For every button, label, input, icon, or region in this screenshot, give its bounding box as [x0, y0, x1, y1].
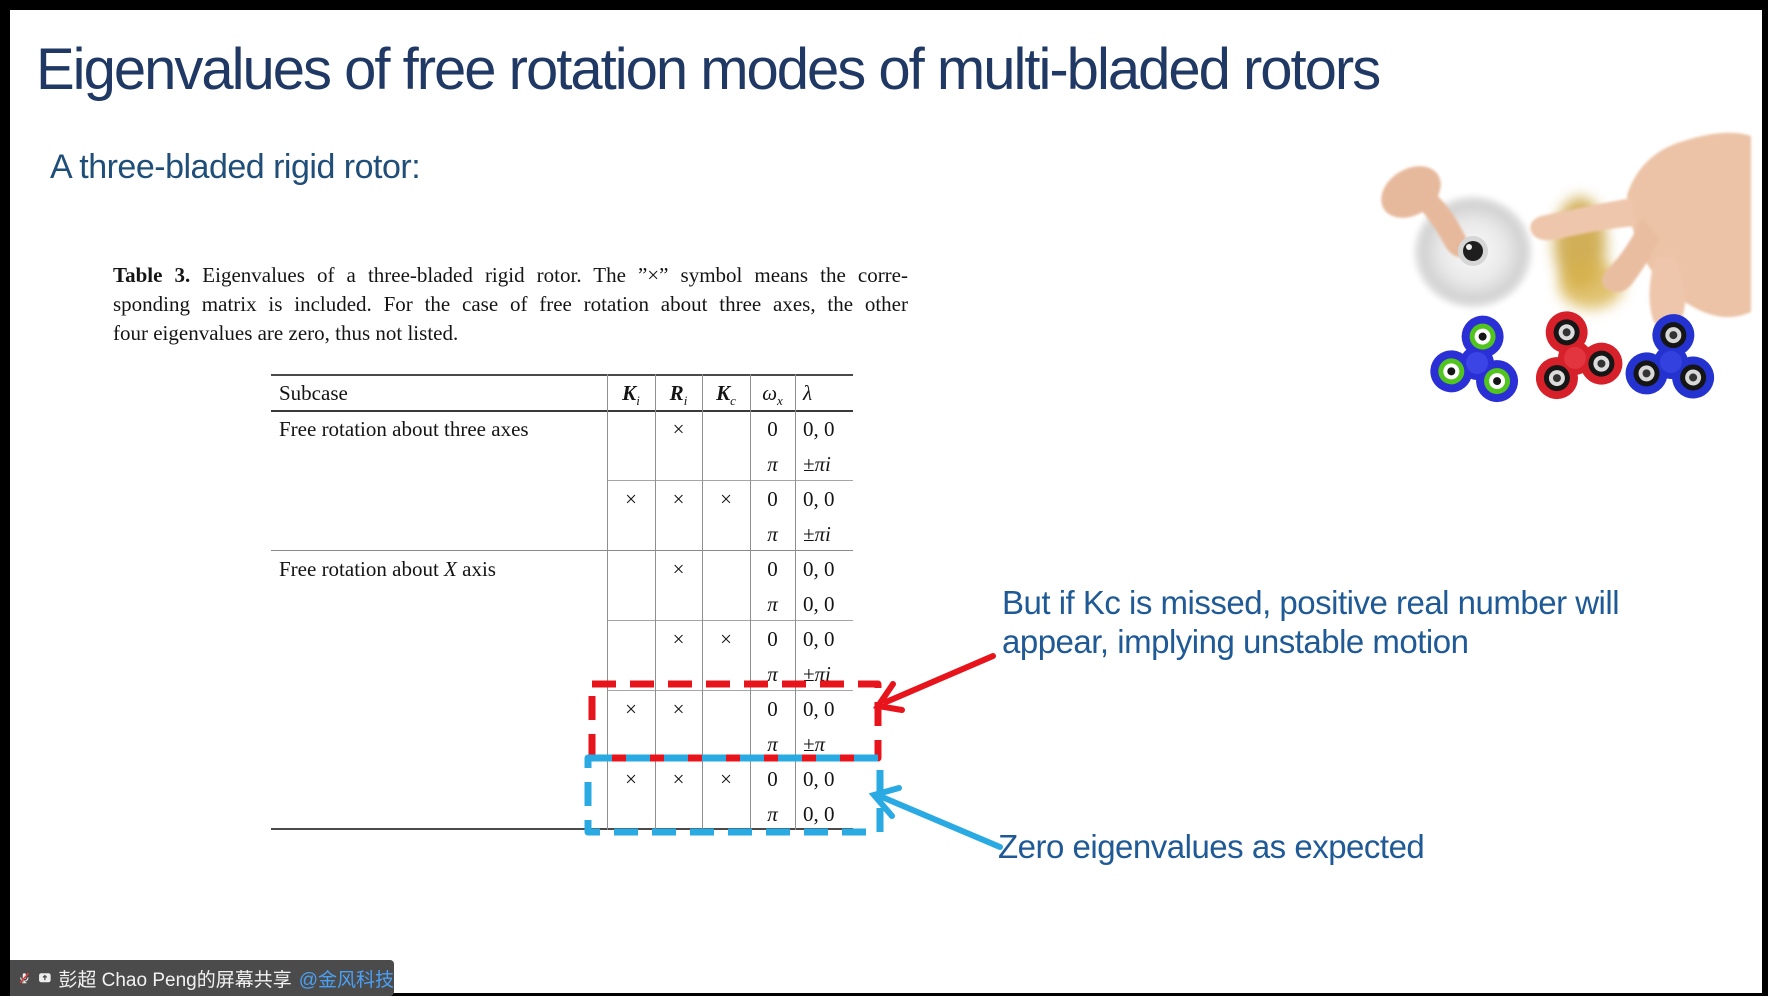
spinner-blue — [1625, 314, 1715, 399]
r5-lambda-1: 0, 0 — [803, 767, 835, 791]
col-header-ki: Ki — [622, 381, 640, 409]
caption-label: Table 3. — [113, 263, 191, 287]
caption-line-2: sponding matrix is included. For the cas… — [113, 292, 908, 316]
r5-ki-mark: × — [625, 767, 637, 791]
slide-subtitle: A three-bladed rigid rotor: — [50, 148, 421, 186]
r3-lambda-1: 0, 0 — [803, 627, 835, 651]
r0-wx-1: 0 — [767, 417, 778, 441]
r2-lambda-1: 0, 0 — [803, 557, 835, 581]
r5-lambda-2: 0, 0 — [803, 802, 835, 826]
r1-wx-1: 0 — [767, 487, 778, 511]
table-top-rule — [271, 374, 853, 376]
rotor-eigenvalue-table: Subcase Ki Ri Kc ωx λ Free rotation abou… — [271, 374, 853, 830]
r0-wx-2: π — [767, 452, 778, 476]
col-header-wx: ωx — [762, 381, 783, 409]
screen-share-bar: 彭超 Chao Peng的屏幕共享 @金风科技 — [10, 960, 394, 996]
r2-ri-mark: × — [672, 557, 685, 581]
annotation-unstable: But if Kc is missed, positive real numbe… — [1002, 584, 1620, 660]
r5-wx-2: π — [767, 802, 778, 826]
r2-wx-1: 0 — [767, 557, 778, 581]
hand-holding-spinner-image — [1530, 132, 1751, 331]
r2-subcase: Free rotation about X axis — [279, 557, 496, 581]
r5-wx-1: 0 — [767, 767, 778, 791]
spinner-red — [1535, 311, 1623, 400]
annotation-zero-eigenvalues: Zero eigenvalues as expected — [998, 828, 1425, 865]
fidget-spinner-illustration — [1381, 132, 1751, 403]
table-caption: Table 3. Eigenvalues of a three-bladed r… — [113, 261, 908, 348]
r2-wx-2: π — [767, 592, 778, 616]
col-header-lambda: λ — [803, 381, 813, 405]
caption-line-1: Table 3. Eigenvalues of a three-bladed r… — [113, 263, 908, 287]
r1-ki-mark: × — [625, 487, 637, 511]
r2-lambda-2: 0, 0 — [803, 592, 835, 616]
table-bottom-rule — [271, 828, 853, 830]
r0-subcase: Free rotation about three axes — [279, 417, 529, 441]
r0-lambda-2: ±πi — [803, 452, 831, 476]
col-header-kc: Kc — [716, 381, 736, 409]
r1-kc-mark: × — [720, 487, 732, 511]
hand-pressing-spinner-image — [1381, 166, 1532, 308]
r4-wx-1: 0 — [767, 697, 778, 721]
r1-lambda-2: ±πi — [803, 522, 831, 546]
r5-ri-mark: × — [672, 767, 685, 791]
r3-ri-mark: × — [672, 627, 685, 651]
r3-wx-2: π — [767, 662, 778, 686]
r4-lambda-1: 0, 0 — [803, 697, 835, 721]
share-text: 彭超 Chao Peng的屏幕共享 — [58, 969, 292, 991]
r3-wx-1: 0 — [767, 627, 778, 651]
r4-lambda-2: ±π — [803, 732, 826, 756]
caption-line-3: four eigenvalues are zero, thus not list… — [113, 321, 459, 345]
slide-title: Eigenvalues of free rotation modes of mu… — [36, 37, 1381, 102]
microphone-muted-icon[interactable] — [18, 966, 31, 990]
r0-lambda-1: 0, 0 — [803, 417, 835, 441]
col-header-ri: Ri — [669, 381, 688, 409]
r3-lambda-2: ±πi — [803, 662, 831, 686]
r0-ri-mark: × — [672, 417, 685, 441]
r1-ri-mark: × — [672, 487, 685, 511]
col-header-subcase: Subcase — [279, 381, 348, 405]
screen-share-icon[interactable] — [38, 966, 52, 990]
r5-kc-mark: × — [720, 767, 732, 791]
mention-link[interactable]: @金风科技 — [298, 969, 394, 991]
spinner-blue-green — [1430, 315, 1519, 403]
r4-ri-mark: × — [672, 697, 685, 721]
table-header-rule — [271, 410, 853, 412]
r4-ki-mark: × — [625, 697, 637, 721]
r1-wx-2: π — [767, 522, 778, 546]
r1-lambda-1: 0, 0 — [803, 487, 835, 511]
r3-kc-mark: × — [720, 627, 732, 651]
r4-wx-2: π — [767, 732, 778, 756]
